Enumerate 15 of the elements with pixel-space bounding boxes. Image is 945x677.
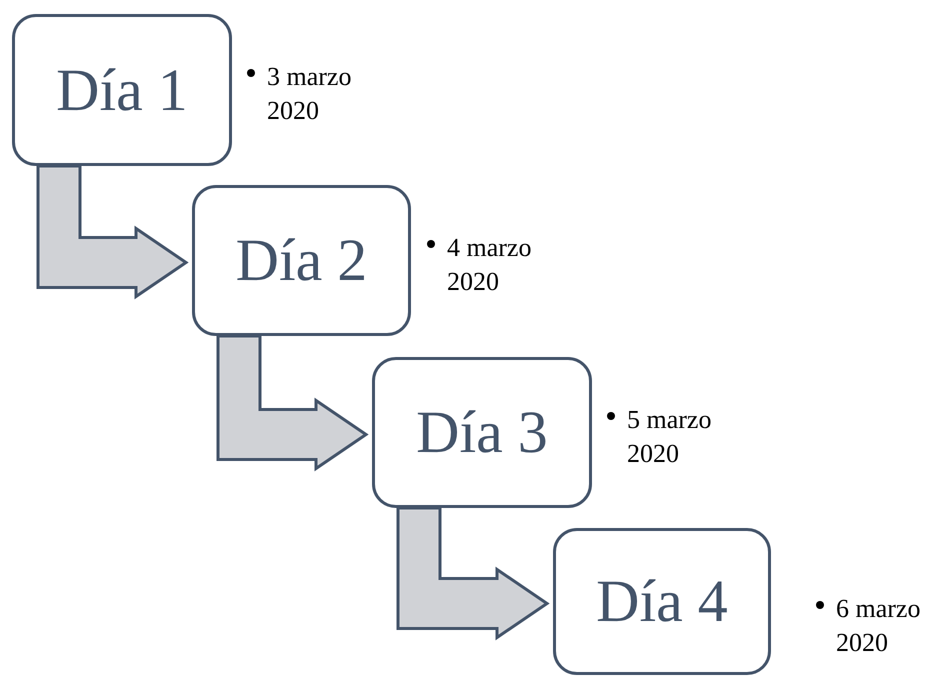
bent-arrow xyxy=(216,334,369,472)
box-label: Día 3 xyxy=(416,398,548,467)
process-box xyxy=(192,185,411,336)
date-text: 4 marzo 2020 xyxy=(447,232,532,298)
date-text: 5 marzo 2020 xyxy=(627,404,712,470)
date-text: 3 marzo 2020 xyxy=(267,61,352,127)
date-text: 6 marzo 2020 xyxy=(836,593,922,659)
box-label: Día 4 xyxy=(596,567,728,636)
box-label: Día 1 xyxy=(56,56,188,124)
box-label: Día 2 xyxy=(236,226,368,295)
process-box xyxy=(372,357,592,508)
process-box xyxy=(12,14,232,166)
process-box xyxy=(553,528,771,675)
bent-arrow xyxy=(396,506,550,640)
bent-arrow xyxy=(36,164,189,300)
